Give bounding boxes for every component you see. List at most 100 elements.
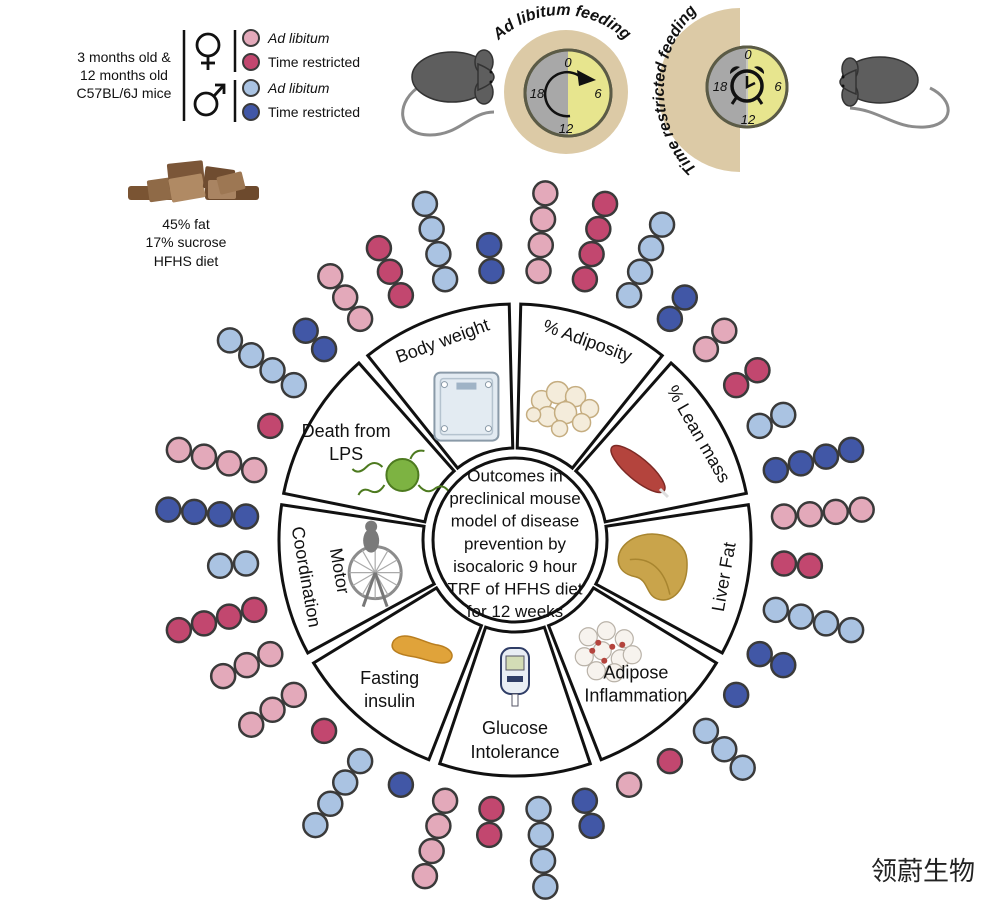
dot-male_al	[527, 821, 555, 849]
dot-female_tr	[190, 610, 218, 637]
dot-male_tr	[770, 651, 797, 679]
dot-male_tr	[475, 231, 503, 259]
dot-male_al	[232, 550, 260, 577]
dot-female_al	[848, 496, 875, 523]
segment-liver-fat[interactable]: Liver Fat	[593, 503, 753, 656]
clock-tick-0: 0	[564, 55, 572, 70]
dot-ray-female_tr	[257, 412, 284, 440]
legend-swatch-male_al	[242, 79, 260, 97]
diet-fat: 45% fat	[162, 216, 210, 232]
dot-male_tr	[812, 443, 840, 470]
watermark: 领蔚生物	[871, 857, 975, 887]
clock-tick-6: 6	[594, 86, 602, 101]
dot-male_al	[425, 240, 452, 268]
dot-ray-female_al	[165, 436, 268, 484]
center-text-line: for 12 weeks	[467, 602, 563, 621]
dot-ray-female_al	[209, 640, 284, 690]
dot-ray-male_tr	[387, 771, 415, 798]
dot-ray-male_al	[411, 190, 459, 293]
dot-ray-male_tr	[571, 787, 605, 840]
liver-icon	[617, 533, 688, 601]
segment-label: Intolerance	[470, 742, 559, 762]
dot-female_tr	[215, 603, 243, 630]
legend-label-male_tr: Time restricted	[268, 104, 360, 120]
diet-name: HFHS diet	[154, 253, 219, 269]
center-text-line: preclinical mouse	[449, 489, 580, 508]
dot-male_tr	[762, 456, 790, 484]
mouse-icon	[839, 56, 950, 129]
pancreas-icon	[391, 635, 453, 664]
dot-ray-male_al	[692, 717, 756, 781]
dot-female_tr	[257, 412, 284, 440]
dot-male_al	[729, 754, 756, 781]
dot-male_tr	[310, 335, 338, 363]
dot-male_al	[626, 258, 654, 285]
dot-male_tr	[656, 305, 684, 333]
dot-ray-female_al	[411, 787, 459, 890]
clock-tick-12: 12	[741, 112, 756, 127]
dot-male_al	[837, 616, 865, 644]
dot-male_al	[529, 847, 557, 875]
dot-female_tr	[165, 616, 193, 644]
time-restricted-clock: Time restricted feeding 0 6 12 18	[651, 2, 789, 178]
glucometer-icon	[500, 647, 530, 707]
dot-ray-female_al	[237, 681, 308, 738]
dot-male_tr	[837, 436, 865, 464]
segment-label: LPS	[329, 444, 363, 464]
mouse-icon	[401, 49, 495, 137]
dot-female_tr	[571, 265, 599, 293]
segment-body-weight[interactable]: Body weight	[365, 302, 515, 471]
clock-tick-6: 6	[774, 79, 782, 94]
dot-male_al	[532, 873, 559, 900]
legend-label-female_tr: Time restricted	[268, 54, 360, 70]
dot-ray-female_tr	[571, 190, 619, 293]
dot-female_al	[431, 787, 459, 815]
dot-female_al	[525, 257, 552, 285]
dot-female_al	[770, 503, 798, 530]
dot-female_al	[529, 205, 557, 233]
dot-male_tr	[206, 500, 234, 528]
dot-ray-male_al	[302, 747, 374, 839]
dot-male_tr	[180, 498, 208, 526]
dot-male_tr	[671, 284, 699, 311]
dot-male_al	[259, 356, 286, 384]
dot-female_al	[822, 498, 850, 526]
dot-ray-male_al	[615, 211, 676, 309]
clock-tick-0: 0	[744, 47, 752, 62]
segment-background	[277, 503, 437, 656]
dot-female_tr	[387, 282, 415, 309]
dot-female_al	[711, 317, 738, 344]
segment-label: Adipose	[603, 663, 668, 683]
dot-male_al	[331, 769, 359, 796]
dot-male_tr	[155, 496, 182, 523]
clock-tick-18: 18	[530, 86, 545, 101]
dot-ray-female_al	[615, 771, 643, 798]
dot-female_al	[209, 662, 237, 690]
dot-female_tr	[591, 190, 619, 218]
dot-ray-female_tr	[770, 550, 824, 580]
dot-female_tr	[744, 356, 771, 384]
dot-ray-male_tr	[292, 317, 338, 363]
dot-male_al	[280, 371, 308, 399]
dot-male_al	[746, 412, 773, 440]
center-text-line: prevention by	[464, 534, 567, 553]
dot-male_al	[302, 811, 329, 839]
dot-female_tr	[365, 234, 393, 262]
dot-female_al	[411, 862, 439, 890]
dot-ray-male_tr	[746, 640, 797, 679]
dot-ray-female_tr	[475, 795, 505, 849]
dot-female_al	[237, 711, 265, 738]
mouse-wheel-icon	[347, 520, 403, 608]
legend-age-line-3: C57BL/6J mice	[77, 85, 172, 101]
dot-male_tr	[387, 771, 415, 798]
dot-male_al	[431, 265, 459, 293]
dot-male_tr	[578, 812, 605, 840]
dot-ray-female_al	[692, 317, 738, 363]
segment-lean-mass[interactable]: % Lean mass	[573, 360, 749, 524]
